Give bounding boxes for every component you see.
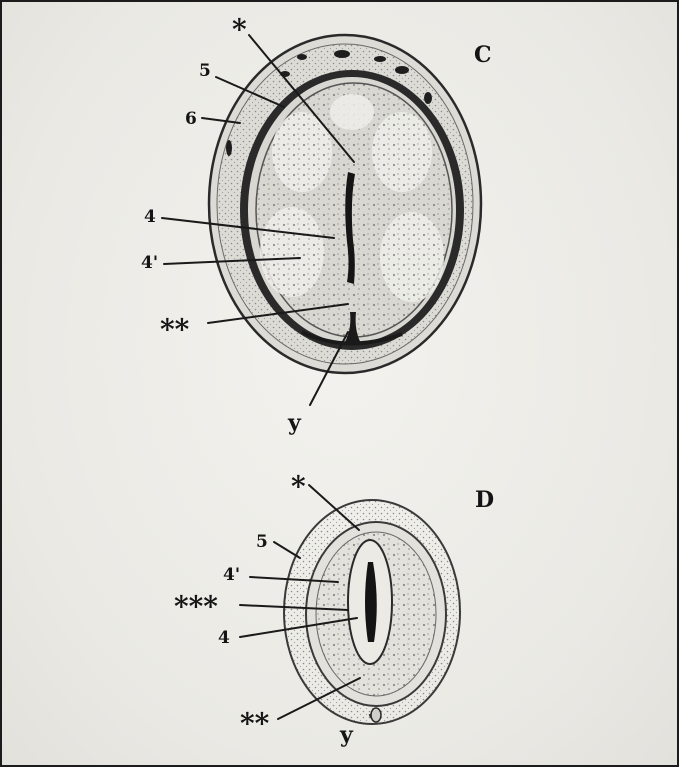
panel-c-label-4-prime: 4': [141, 253, 158, 273]
panel-d-label-star: *: [291, 470, 306, 503]
panel-c-label-5: 5: [199, 61, 211, 81]
panel-c-section: [209, 35, 481, 373]
panel-d-label-triple-star: ***: [174, 590, 218, 623]
panel-d-label-double-star: **: [240, 707, 270, 740]
panel-d-label-5: 5: [256, 532, 268, 552]
panel-d-letter: D: [475, 487, 494, 513]
panel-d-label-4: 4: [218, 628, 230, 648]
panel-c-label-double-star: **: [160, 313, 190, 346]
panel-c-label-y: y: [287, 410, 302, 436]
panel-c-label-star: *: [232, 13, 247, 46]
panel-d-label-y: y: [339, 722, 354, 748]
panel-c-label-6: 6: [185, 109, 197, 129]
panel-d-label-4-prime: 4': [223, 565, 240, 585]
panel-c-label-4: 4: [144, 207, 156, 227]
panel-d-section: [284, 500, 460, 724]
panel-c-letter: C: [474, 42, 492, 68]
